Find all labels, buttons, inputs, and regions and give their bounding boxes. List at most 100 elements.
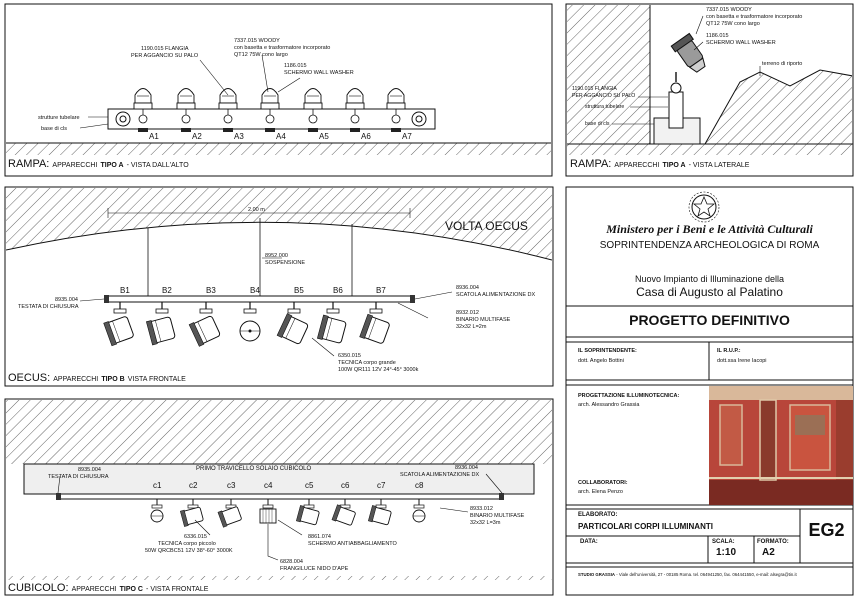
oecus-note-rail-3: 32x32 L=2m <box>456 324 487 330</box>
spot-tecnica-large <box>188 302 221 347</box>
soprintendenza-name: SOPRINTENDENZA ARCHEOLOGICA DI ROMA <box>599 240 820 251</box>
spot-tecnica-small <box>179 499 204 527</box>
soprintendente-name: dott. Angelo Bottini <box>578 358 624 364</box>
note-base: base di cls <box>41 126 67 132</box>
collaboratori-name: arch. Elena Penzo <box>578 489 623 495</box>
scala-value: 1:10 <box>716 547 737 558</box>
note-woody-1: 7337.015 WOODY <box>234 38 280 44</box>
track-rail-oecus <box>107 295 412 303</box>
dimension-label: 2.00 m <box>248 207 265 213</box>
spot-tecnica-large <box>316 302 347 344</box>
lamp-label: B6 <box>333 286 343 295</box>
note-susp-1: 8952.000 <box>265 253 288 259</box>
panel-rampa-top <box>4 3 553 177</box>
title-bold: TIPO A <box>100 162 124 169</box>
lamp-woody <box>303 88 323 132</box>
cub-note-nido-2: FRANGILUCE NIDO D'APE <box>280 566 349 572</box>
lamp-label: A3 <box>234 132 244 141</box>
lamp-label: c5 <box>305 481 314 490</box>
lamp-label: c3 <box>227 481 236 490</box>
cub-note-head-2: TESTATA DI CHIUSURA <box>48 474 109 480</box>
wall-hatch <box>567 5 650 144</box>
note-struct: strutture tubelare <box>38 115 80 121</box>
rup-label: IL R.U.P.: <box>717 348 741 354</box>
side-note-struct: struttura tubelare <box>585 104 624 110</box>
spot-tecnica-small <box>331 499 356 526</box>
side-lamp-woody <box>670 32 706 73</box>
side-note-base: base di cls <box>585 121 610 127</box>
cub-note-anti-2: SCHERMO ANTIABBAGLIAMENTO <box>308 541 398 547</box>
cub-note-tecnica-3: 50W QRCBC51 12V 38°-60° 3000K <box>145 548 233 554</box>
title-rest: APPARECCHI <box>53 376 99 383</box>
oecus-note-box-1: 8936.004 <box>456 285 479 291</box>
cub-note-head-1: 8935.004 <box>78 467 101 473</box>
scala-label: SCALA: <box>712 539 735 545</box>
spot-tecnica-large <box>276 302 309 345</box>
note-flange-2: PER AGGANCIO SU PALO <box>131 53 199 59</box>
progettazione-label: PROGETTAZIONE ILLUMINOTECNICA: <box>578 393 680 399</box>
formato-label: FORMATO: <box>757 539 789 545</box>
title-bold: TIPO B <box>101 376 125 383</box>
oecus-note-tecnica-3: 100W QR111 12V 24°-45° 3000k <box>338 367 419 373</box>
title-bold: TIPO A <box>662 162 686 169</box>
side-note-woody-2: con basetta e trasformatore incorporato <box>706 14 802 20</box>
side-note-terreno: terreno di riporto <box>762 61 802 67</box>
spot-tecnica-large <box>359 302 390 344</box>
note-woody-3: QT12 75W cono largo <box>234 52 288 58</box>
panel-rampa-side <box>565 3 854 177</box>
note-woody-2: con basetta e trasformatore incorporato <box>234 45 330 51</box>
progettazione-name: arch. Alessandro Grassia <box>578 402 640 408</box>
lamp-label: c2 <box>189 481 198 490</box>
lamp-woody <box>176 88 196 132</box>
lamp-label: A2 <box>192 132 202 141</box>
cub-note-anti-1: 8861.074 <box>308 534 331 540</box>
rup-name: dott.ssa Irene Iacopi <box>717 358 767 364</box>
side-concrete-base <box>653 117 701 145</box>
republic-emblem-icon <box>688 191 720 223</box>
lamp-label: c8 <box>415 481 424 490</box>
oecus-note-head-2: TESTATA DI CHIUSURA <box>18 304 79 310</box>
lamp-woody <box>260 88 280 132</box>
side-note-washer-2: SCHERMO WALL WASHER <box>706 40 776 46</box>
title-prefix: RAMPA: <box>8 158 50 170</box>
note-washer-2: SCHERMO WALL WASHER <box>284 70 354 76</box>
end-cap <box>104 295 109 303</box>
lamp-woody <box>386 88 406 132</box>
lamp-label: c1 <box>153 481 162 490</box>
lamp-label: c4 <box>264 481 273 490</box>
title-block <box>565 186 854 596</box>
spot-tecnica-large <box>145 302 176 346</box>
cubicolo-title: CUBICOLO: APPARECCHI TIPO C - VISTA FRON… <box>8 582 208 594</box>
studio-footer: STUDIO GRASSIA - Viale dell'università, … <box>578 572 797 577</box>
panel-oecus <box>4 186 554 387</box>
note-washer-1: 1186.015 <box>284 63 307 69</box>
cub-note-rail-3: 32x32 L=3m <box>470 520 501 526</box>
beam-label: PRIMO TRAVICELLO SOLAIO CUBICOLO <box>196 466 311 472</box>
lamp-label: B2 <box>162 286 172 295</box>
spot-tecnica-small <box>217 499 242 528</box>
formato-value: A2 <box>762 547 775 558</box>
project-name: Casa di Augusto al Palatino <box>636 285 783 299</box>
cub-note-tecnica-2: TECNICA corpo piccolo <box>158 541 216 547</box>
panel-cubicolo <box>4 398 554 596</box>
lamp-woody <box>218 88 238 132</box>
title-prefix: RAMPA: <box>570 158 612 170</box>
lamp-woody <box>345 88 365 132</box>
tube-end-left <box>115 111 131 127</box>
phase-title: PROGETTO DEFINITIVO <box>629 312 790 328</box>
title-rest: APPARECCHI <box>52 162 98 169</box>
collaboratori-label: COLLABORATORI: <box>578 480 628 486</box>
oecus-note-tecnica-1: 6350.015 <box>338 353 361 359</box>
note-susp-2: SOSPENSIONE <box>265 260 305 266</box>
ceiling-hatch <box>6 400 552 464</box>
cub-note-box-1: 8936.004 <box>455 465 478 471</box>
lamp-woody <box>133 88 153 132</box>
oecus-note-rail-1: 8932.012 <box>456 310 479 316</box>
studio-name: STUDIO GRASSIA <box>578 572 616 577</box>
tube-end-right <box>411 111 427 127</box>
lamp-label: A4 <box>276 132 286 141</box>
side-note-flange-1: 1190.015 FLANGIA <box>572 86 617 92</box>
spot-tecnica-small <box>367 499 392 526</box>
title-suffix: - VISTA LATERALE <box>688 162 750 169</box>
